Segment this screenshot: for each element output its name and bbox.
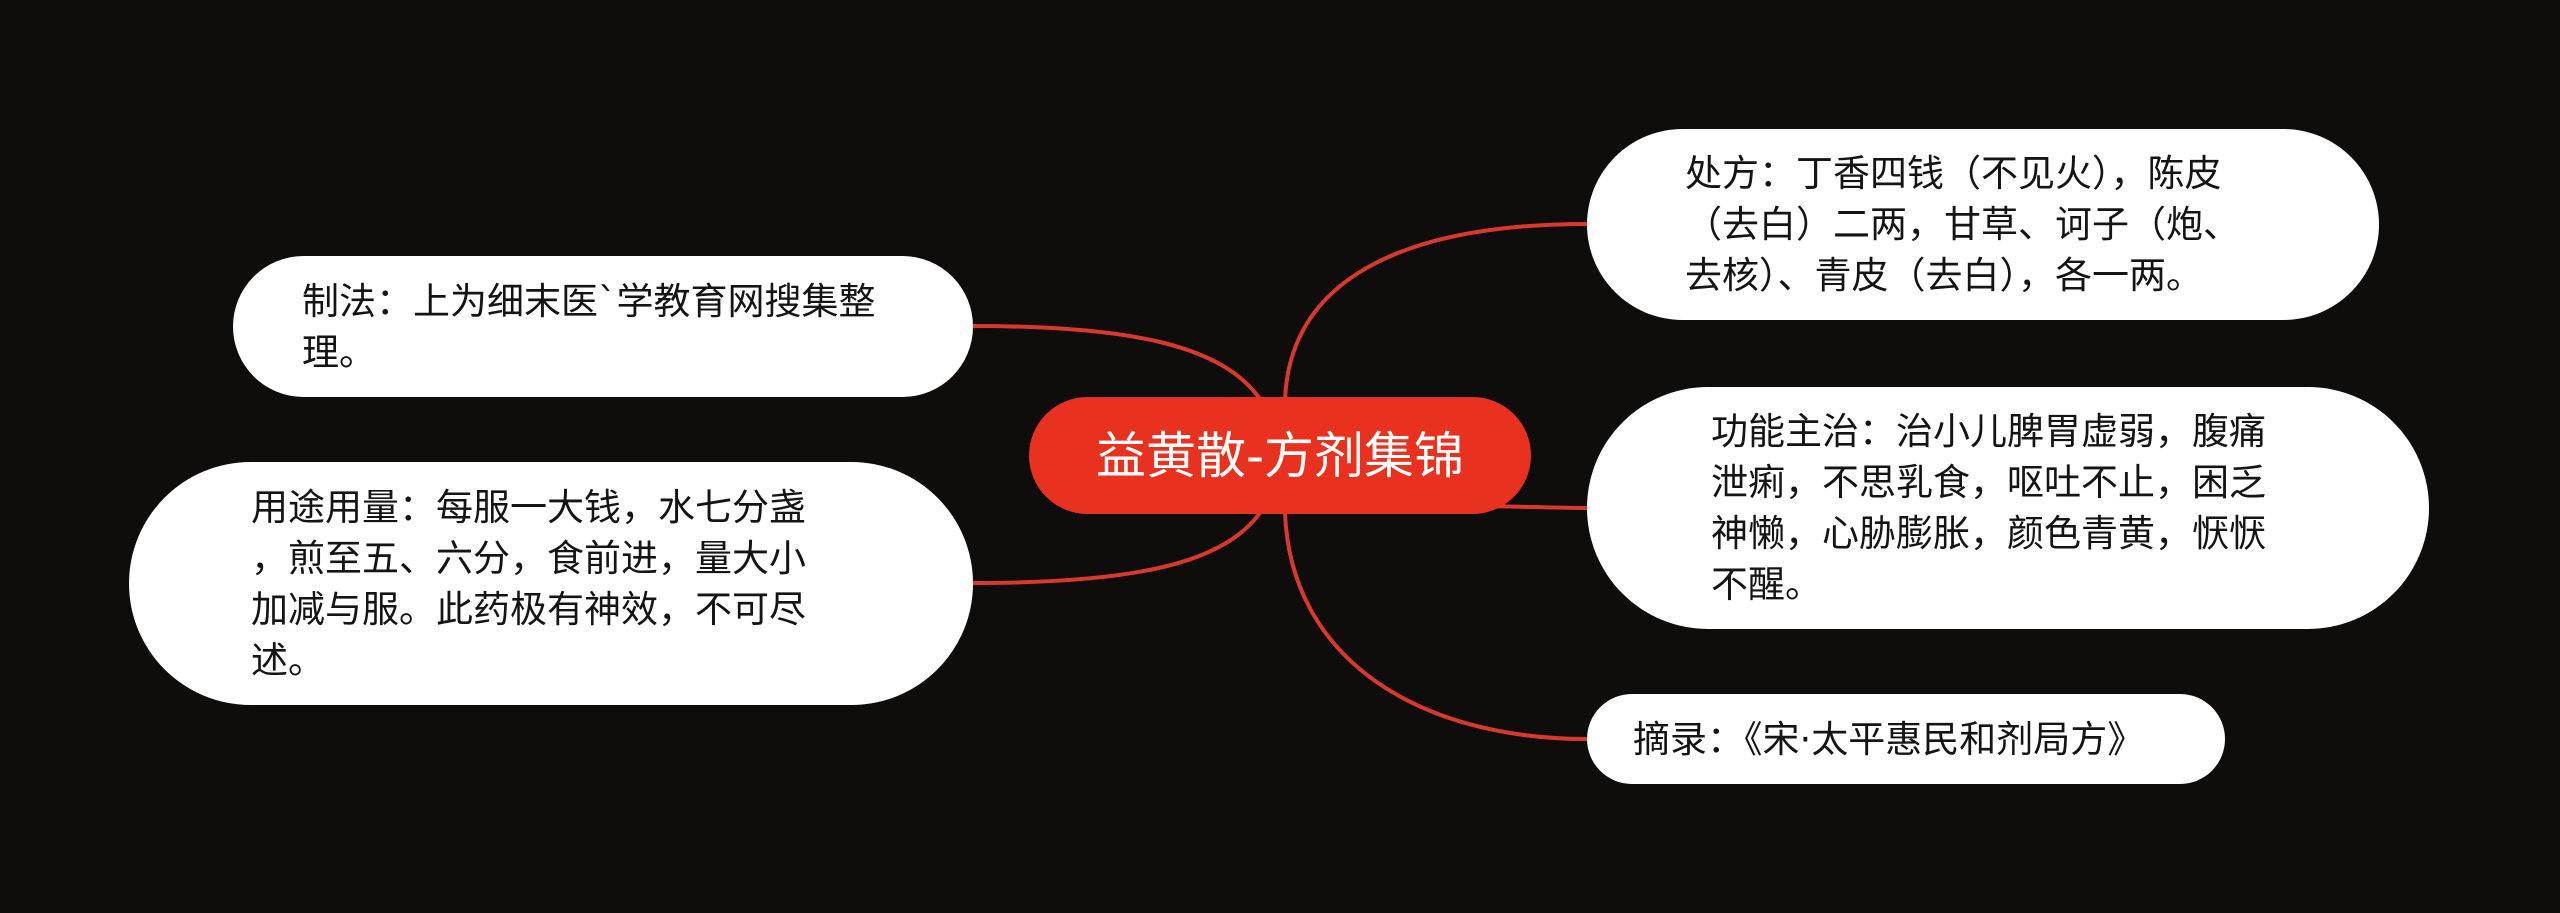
topic-line: 述。 <box>251 638 325 682</box>
topic-line: 理。 <box>302 330 376 374</box>
topic-line: 摘录：《宋·太平惠民和剂局方》 <box>1633 717 2145 761</box>
connector-source <box>1283 510 1589 741</box>
topic-source[interactable]: 摘录：《宋·太平惠民和剂局方》 <box>1587 694 2225 784</box>
connector-preparation <box>971 324 1264 404</box>
topic-line: ，煎至五、六分，食前进，量大小 <box>251 536 806 580</box>
topic-preparation[interactable]: 制法：上为细末医`学教育网搜集整 理。 <box>233 256 973 397</box>
topic-line: （去白）二两，甘草、诃子（炮、 <box>1685 203 2240 246</box>
topic-line: 神懒，心胁膨胀，颜色青黄，恹恹 <box>1711 512 2266 555</box>
topic-line: 处方：丁香四钱（不见火），陈皮 <box>1685 152 2222 195</box>
topic-line: 去核）、青皮（去白），各一两。 <box>1685 254 2203 297</box>
topic-line: 不醒。 <box>1711 563 1822 606</box>
connector-usage <box>971 508 1264 585</box>
topic-line: 加减与服。此药极有神效，不可尽 <box>251 587 806 631</box>
topic-formula[interactable]: 处方：丁香四钱（不见火），陈皮 （去白）二两，甘草、诃子（炮、 去核）、青皮（去… <box>1587 129 2379 320</box>
topic-line: 制法：上为细末医`学教育网搜集整 <box>302 279 876 323</box>
topic-line: 功能主治：治小儿脾胃虚弱，腹痛 <box>1711 410 2266 453</box>
central-topic-label: 益黄散-方剂集锦 <box>1095 426 1465 485</box>
topic-line: 泄痢，不思乳食，呕吐不止，困乏 <box>1711 461 2266 504</box>
topic-line: 用途用量：每服一大钱，水七分盏 <box>251 485 806 529</box>
central-topic[interactable]: 益黄散-方剂集锦 <box>1029 397 1531 514</box>
topic-indications[interactable]: 功能主治：治小儿脾胃虚弱，腹痛 泄痢，不思乳食，呕吐不止，困乏 神懒，心胁膨胀，… <box>1587 387 2429 629</box>
topic-usage[interactable]: 用途用量：每服一大钱，水七分盏 ，煎至五、六分，食前进，量大小 加减与服。此药极… <box>129 462 973 705</box>
connector-formula <box>1283 222 1589 402</box>
